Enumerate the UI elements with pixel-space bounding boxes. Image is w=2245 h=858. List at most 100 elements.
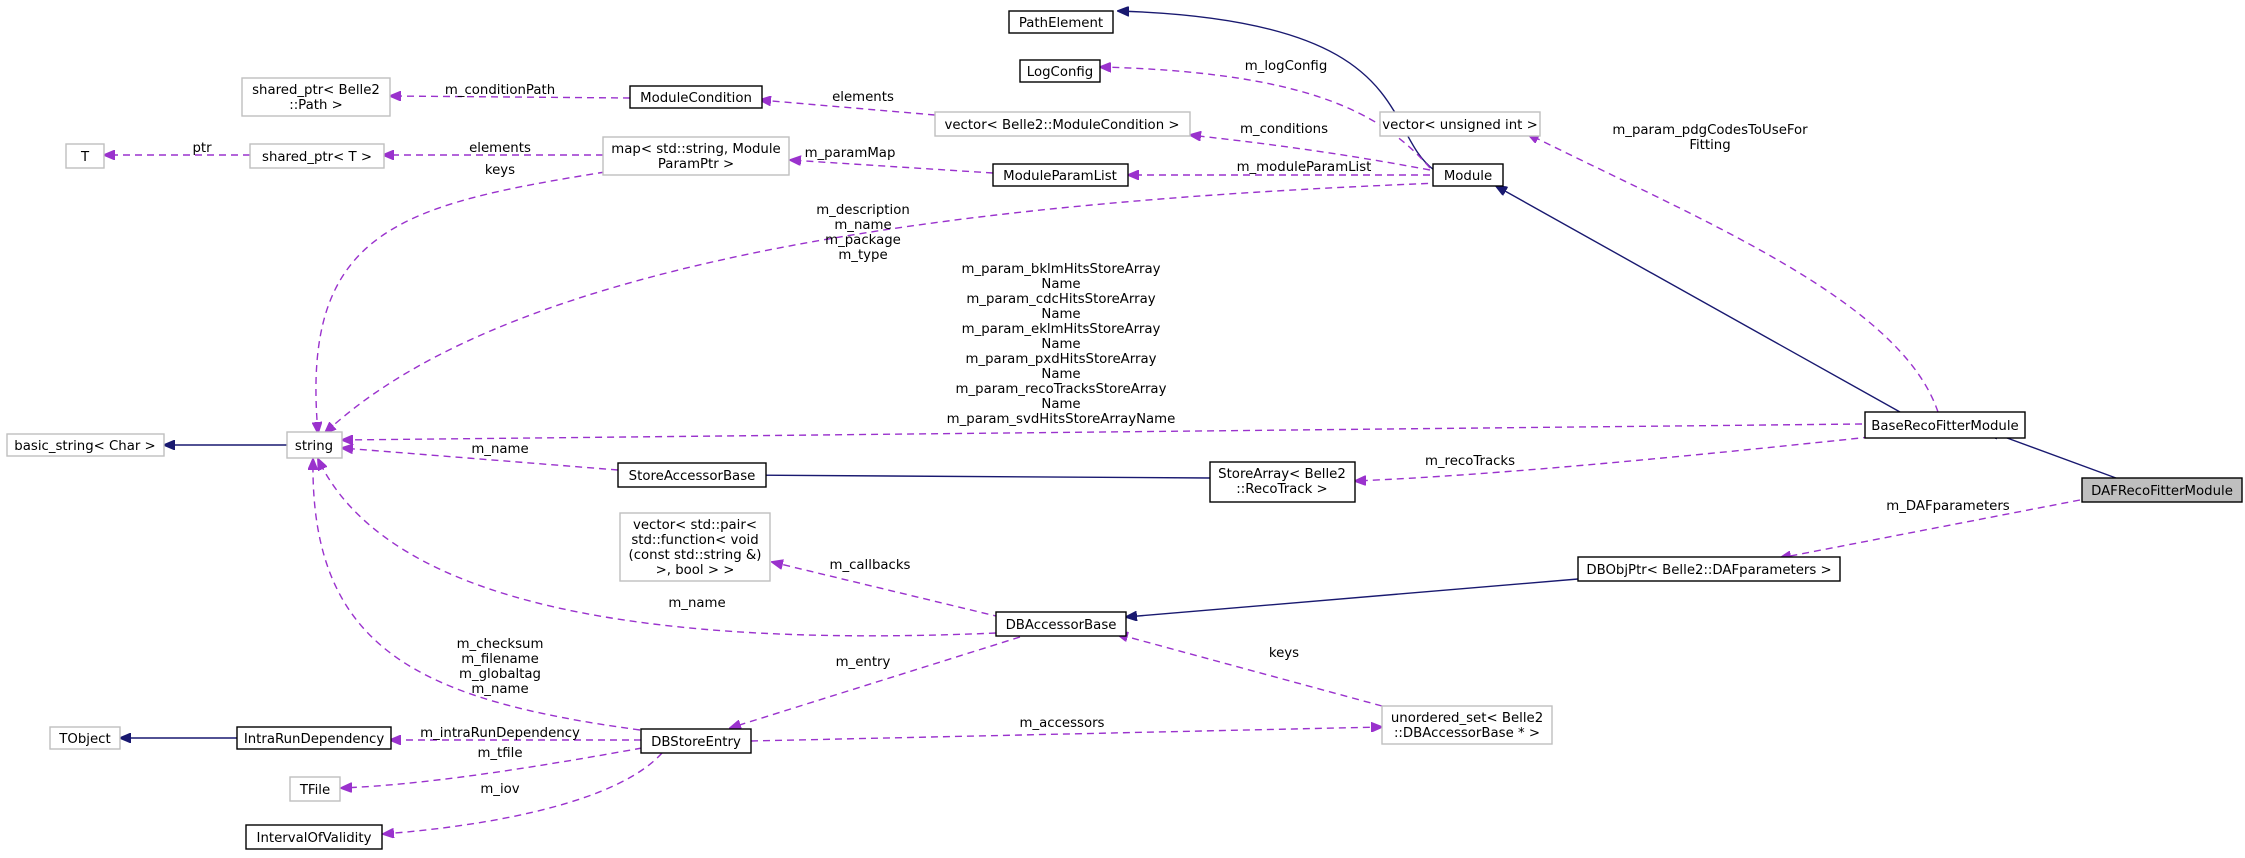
svg-text:StoreAccessorBase: StoreAccessorBase (629, 469, 756, 484)
edge-baserecofitter-vectoruint (1528, 134, 1939, 413)
label-m-recotracks: m_recoTracks (1425, 454, 1515, 469)
svg-text:ModuleCondition: ModuleCondition (640, 91, 752, 106)
node-dbaccessorbase[interactable]: DBAccessorBase (995, 611, 1127, 637)
edge-dbobjptr-dbaccessorbase (1126, 578, 1579, 617)
svg-text:T: T (80, 150, 90, 165)
svg-text:LogConfig: LogConfig (1027, 65, 1093, 80)
edges (104, 11, 2117, 834)
node-dbobjptr[interactable]: DBObjPtr< Belle2::DAFparameters > (1577, 556, 1841, 582)
edge-dbaccessor-dbstoreentry (730, 636, 1021, 728)
edge-storeaccessor-string (342, 448, 619, 471)
label-elements-modcond: elements (832, 90, 894, 105)
edge-moduleparamlist-map (790, 160, 994, 174)
edge-dbaccessor-string (318, 459, 997, 637)
node-intervalofvalidity[interactable]: IntervalOfValidity (245, 824, 383, 850)
node-storeaccessorbase[interactable]: StoreAccessorBase (617, 462, 767, 488)
node-sharedptr-t[interactable]: shared_ptr< T > (249, 143, 385, 169)
label-m-conditions: m_conditions (1240, 122, 1328, 137)
label-m-conditionpath: m_conditionPath (445, 83, 555, 98)
edge-set-dbaccessor (1117, 634, 1383, 707)
svg-text:DBStoreEntry: DBStoreEntry (651, 735, 741, 750)
svg-text:vector< Belle2::ModuleConditio: vector< Belle2::ModuleCondition > (944, 118, 1179, 133)
label-m-callbacks: m_callbacks (830, 558, 911, 573)
edge-baserecofitter-string (342, 423, 1863, 440)
node-tfile[interactable]: TFile (289, 776, 341, 802)
node-dbstoreentry[interactable]: DBStoreEntry (640, 728, 752, 754)
edge-baserecofitter-module (1496, 186, 1901, 413)
node-basic-string[interactable]: basic_string< Char > (6, 433, 165, 457)
svg-text:PathElement: PathElement (1019, 16, 1103, 31)
label-m-logconfig: m_logConfig (1245, 59, 1328, 74)
svg-text:DAFRecoFitterModule: DAFRecoFitterModule (2091, 484, 2233, 499)
label-m-entry: m_entry (836, 655, 891, 670)
edge-baserecofitter-storearray (1355, 436, 1871, 481)
edge-modulecondition-sharedptr-path (390, 96, 631, 98)
edge-module-vectormodcond (1190, 135, 1431, 171)
node-vector-uint[interactable]: vector< unsigned int > (1379, 111, 1541, 137)
svg-text:basic_string< Char >: basic_string< Char > (14, 439, 155, 454)
node-module[interactable]: Module (1432, 163, 1504, 187)
node-pathelement[interactable]: PathElement (1008, 10, 1114, 34)
node-t[interactable]: T (65, 143, 105, 169)
svg-text:DBObjPtr< Belle2::DAFparameter: DBObjPtr< Belle2::DAFparameters > (1586, 563, 1831, 578)
svg-text:DBAccessorBase: DBAccessorBase (1006, 618, 1117, 633)
node-dafrecofittermodule[interactable]: DAFRecoFitterModule (2081, 477, 2243, 503)
node-vector-callbacks[interactable]: vector< std::pair<std::function< void(co… (619, 512, 771, 582)
label-m-tfile: m_tfile (477, 746, 522, 761)
edge-dbaccessor-vectorcallbacks (772, 562, 1001, 618)
svg-text:vector< std::pair<std::functio: vector< std::pair<std::function< void(co… (629, 518, 762, 578)
label-m-accessors: m_accessors (1020, 716, 1105, 731)
svg-text:StoreArray< Belle2::RecoTrack: StoreArray< Belle2::RecoTrack > (1218, 467, 1346, 497)
label-m-name-db: m_name (668, 596, 725, 611)
edge-dbstoreentry-iov (383, 752, 663, 834)
label-keys-map: keys (485, 163, 515, 178)
node-intrarundependency[interactable]: IntraRunDependency (236, 726, 392, 750)
node-string[interactable]: string (286, 431, 343, 459)
svg-text:TObject: TObject (58, 732, 110, 747)
edge-dbstoreentry-set (750, 727, 1382, 742)
edge-storearray-storeaccessorbase (731, 475, 1211, 478)
edge-module-logconfig (1100, 67, 1431, 169)
svg-text:ModuleParamList: ModuleParamList (1003, 169, 1117, 184)
svg-text:TFile: TFile (299, 783, 330, 798)
node-storearray[interactable]: StoreArray< Belle2::RecoTrack > (1209, 461, 1356, 503)
svg-text:shared_ptr< Belle2::Path >: shared_ptr< Belle2::Path > (252, 83, 380, 113)
node-unordered-set[interactable]: unordered_set< Belle2::DBAccessorBase * … (1381, 705, 1553, 745)
svg-text:shared_ptr< T >: shared_ptr< T > (262, 150, 372, 165)
edge-module-pathelement (1118, 11, 1435, 171)
node-sharedptr-path[interactable]: shared_ptr< Belle2::Path > (241, 77, 391, 117)
label-m-iov: m_iov (480, 782, 519, 797)
svg-text:Module: Module (1444, 169, 1492, 184)
node-moduleparamlist[interactable]: ModuleParamList (992, 163, 1129, 187)
label-m-intrarundependency: m_intraRunDependency (420, 726, 580, 741)
edge-dafrecofitter-dbobjptr (1780, 499, 2081, 558)
edge-dbstoreentry-string (313, 459, 641, 731)
svg-text:unordered_set< Belle2::DBAcces: unordered_set< Belle2::DBAccessorBase * … (1391, 711, 1543, 741)
edge-dbstoreentry-tfile (341, 747, 643, 788)
edge-labels: m_logConfig m_conditionPath elements m_c… (192, 59, 2009, 797)
node-tobject[interactable]: TObject (49, 726, 121, 750)
label-keys-set: keys (1269, 646, 1299, 661)
node-modulecondition[interactable]: ModuleCondition (629, 85, 763, 109)
node-logconfig[interactable]: LogConfig (1019, 59, 1101, 83)
label-m-parammap: m_paramMap (805, 146, 896, 161)
label-m-name-store: m_name (471, 442, 528, 457)
edge-module-string (325, 182, 1441, 433)
svg-text:IntraRunDependency: IntraRunDependency (244, 732, 385, 747)
svg-text:vector< unsigned int >: vector< unsigned int > (1382, 118, 1537, 133)
svg-text:BaseRecoFitterModule: BaseRecoFitterModule (1871, 419, 2018, 434)
edge-vectormodcond-modulecondition (760, 100, 936, 116)
label-elements-sp: elements (469, 141, 531, 156)
label-ptr: ptr (192, 141, 212, 156)
label-m-dafparameters: m_DAFparameters (1886, 499, 2010, 514)
node-baserecofittermodule[interactable]: BaseRecoFitterModule (1864, 411, 2026, 439)
svg-text:string: string (295, 439, 333, 454)
nodes: PathElement LogConfig shared_ptr< Belle2… (6, 10, 2243, 850)
node-vector-modcond[interactable]: vector< Belle2::ModuleCondition > (934, 111, 1191, 137)
